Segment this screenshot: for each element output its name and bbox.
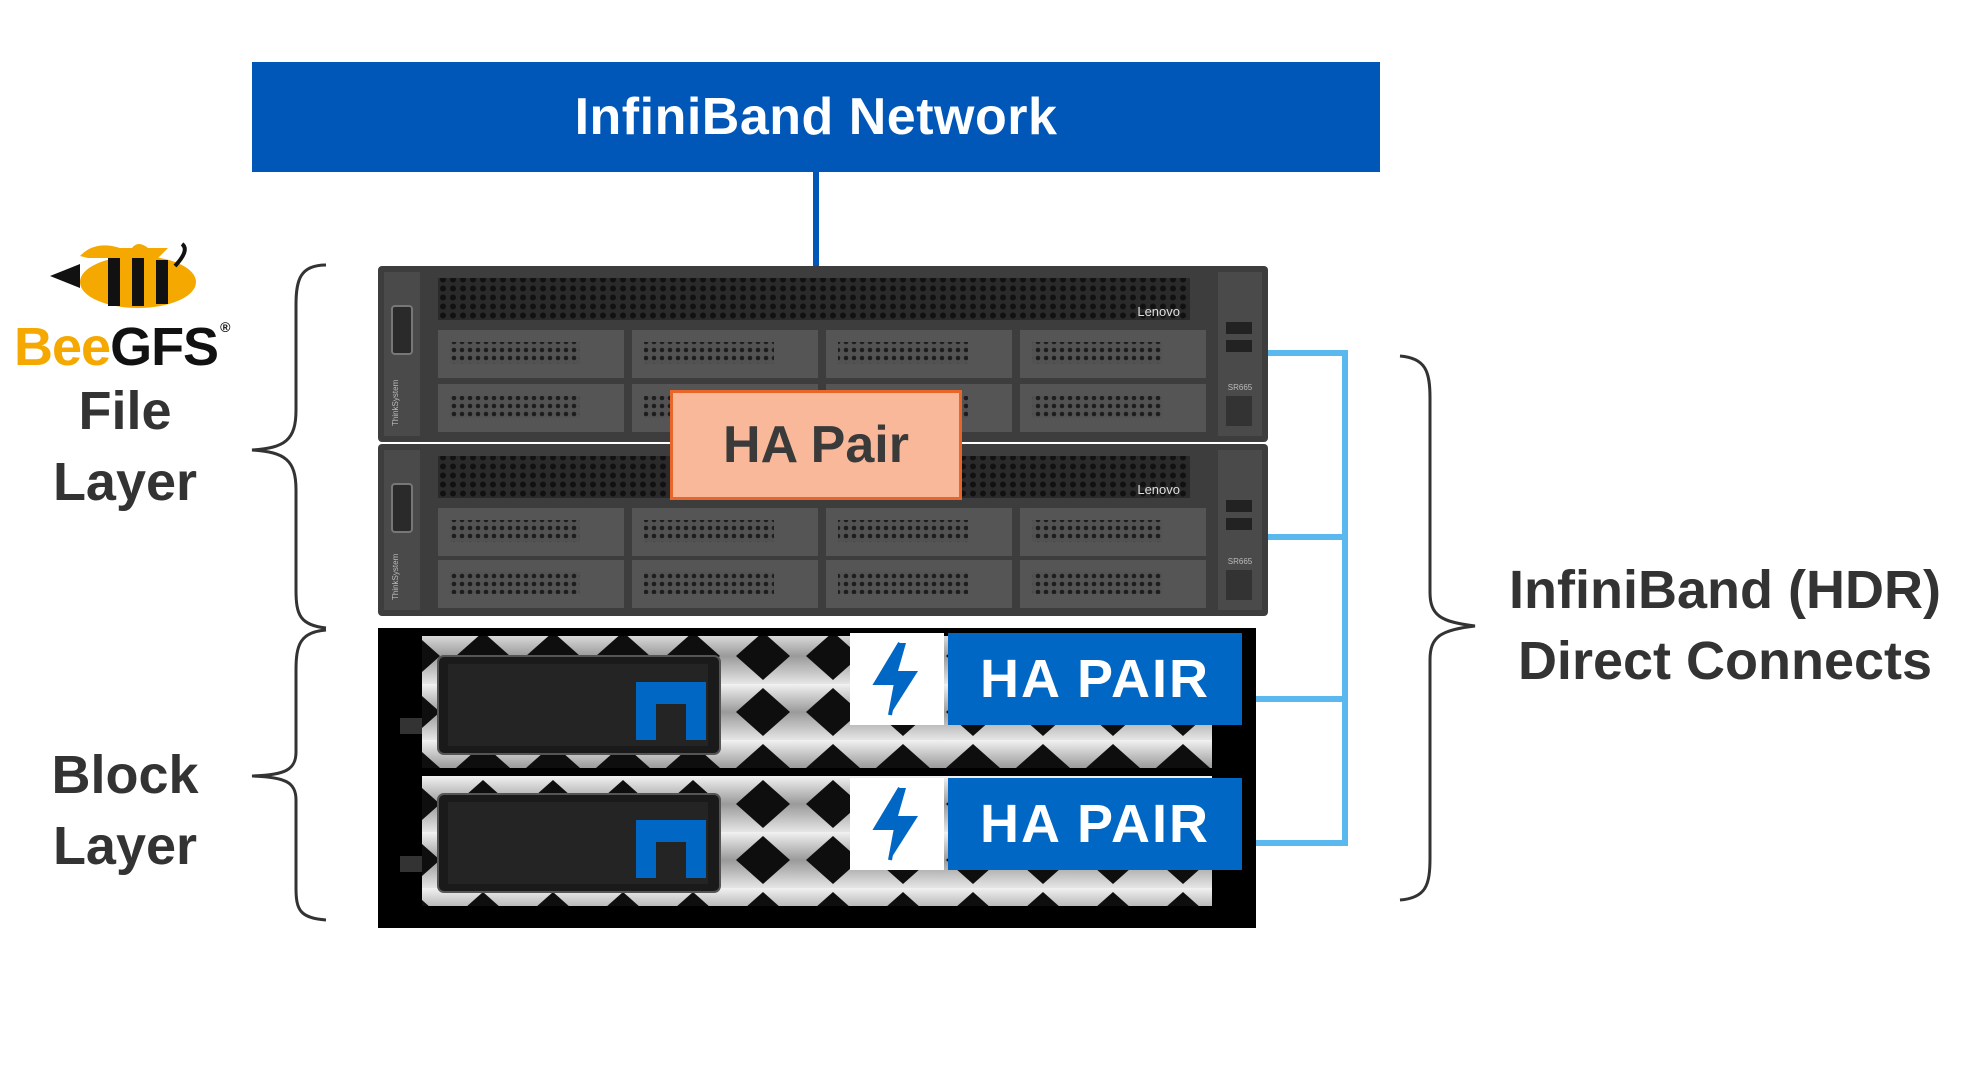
file-layer-line-2: Layer (52, 452, 198, 513)
block-layer-line-2: Layer (52, 816, 198, 877)
direct-connect-lines (1254, 350, 1348, 846)
block-layer-brace (251, 628, 327, 922)
block-layer-line-1: Block (51, 745, 199, 805)
lightning-icon (850, 778, 944, 870)
logo-bee-word: Bee (14, 317, 111, 377)
block-layer-label: Block Layer (20, 740, 230, 883)
storage-ha-pair-text-2: HA PAIR (948, 778, 1242, 870)
file-layer-label: File Layer (20, 376, 230, 519)
server-2-model: SR665 (1228, 557, 1253, 566)
netapp-logo-icon (636, 820, 706, 878)
infiniband-direct-connects-label: InfiniBand (HDR) Direct Connects (1455, 555, 1976, 698)
server-2-side-label: ThinkSystem (391, 553, 400, 600)
server-1-brand: Lenovo (1137, 304, 1180, 319)
storage-ha-pair-text-1: HA PAIR (948, 633, 1242, 725)
bee-icon (50, 242, 196, 308)
interconnect-line-2: Direct Connects (1517, 631, 1933, 692)
server-ha-pair-callout: HA Pair (670, 390, 962, 500)
interconnect-brace (1399, 354, 1476, 902)
server-1-side-label: ThinkSystem (391, 379, 400, 426)
lightning-icon (850, 633, 944, 725)
infiniband-network-banner: InfiniBand Network (252, 62, 1380, 172)
storage-ha-pair-badge-2: HA PAIR (850, 778, 1242, 870)
storage-ha-pair-badge-1: HA PAIR (850, 633, 1242, 725)
file-layer-brace (251, 263, 327, 630)
server-1-model: SR665 (1228, 383, 1253, 392)
network-title: InfiniBand Network (574, 88, 1058, 146)
netapp-logo-icon (636, 682, 706, 740)
logo-registered-mark: ® (220, 319, 230, 335)
drive-bays-2 (438, 508, 1206, 608)
server-ha-pair-label: HA Pair (723, 416, 909, 474)
lenovo-server-2: Lenovo SR665 ThinkSystem (378, 444, 1268, 616)
server-2-brand: Lenovo (1137, 482, 1180, 497)
logo-gfs-word: GFS (110, 317, 219, 377)
interconnect-line-1: InfiniBand (HDR) (1509, 560, 1941, 620)
file-layer-line-1: File (78, 381, 172, 441)
beegfs-logo-text: BeeGFS® (14, 317, 230, 377)
